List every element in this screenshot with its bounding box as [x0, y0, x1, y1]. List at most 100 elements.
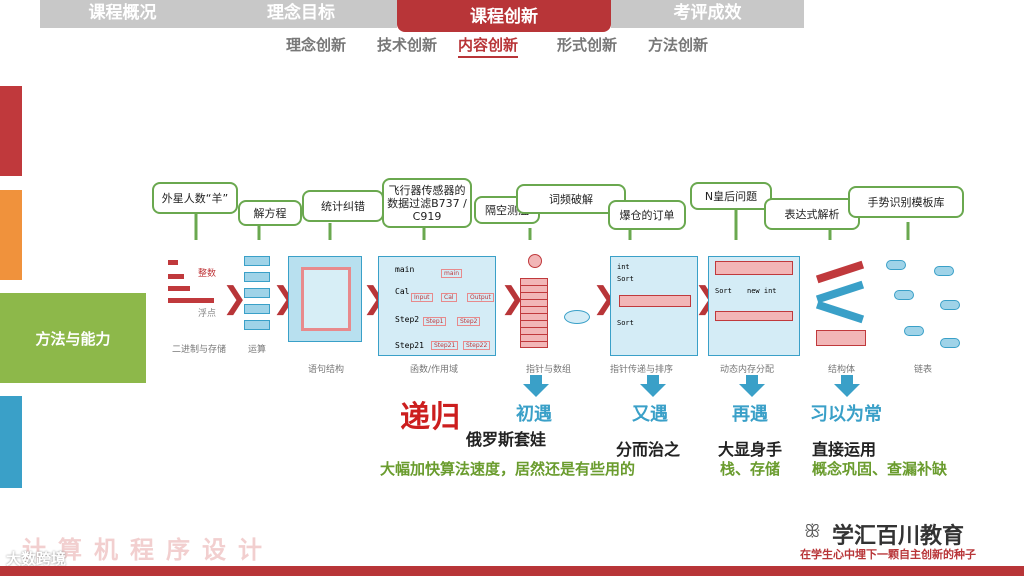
panel-operations — [244, 256, 272, 340]
code-new-int: new int — [747, 287, 777, 295]
caption-pointer-array: 指针与数组 — [526, 365, 572, 375]
node-cal: Cal — [441, 293, 457, 302]
list-node — [904, 326, 924, 336]
panel-bit-block — [168, 274, 184, 279]
panel-binary-storage: 整数 浮点 — [168, 260, 228, 340]
stage-habitual: 习以为常 — [810, 404, 882, 425]
node-output: Output — [467, 293, 494, 302]
node-step22: Step22 — [463, 341, 491, 350]
arrow-down-icon — [640, 375, 666, 397]
panel-bit-block — [168, 260, 178, 265]
node-main: main — [441, 269, 462, 278]
topic-n-queens: N皇后问题 — [690, 182, 772, 210]
struct-bar — [815, 280, 865, 304]
caption-binary-storage: 二进制与存储 — [172, 345, 227, 355]
watermark: 大数跨境 — [6, 550, 67, 568]
course-title: 计算机程序设计 — [22, 536, 274, 564]
panel-block — [244, 304, 270, 314]
topic-expression-parse: 表达式解析 — [764, 198, 860, 230]
panel-block — [244, 256, 270, 266]
node-step21: Step21 — [431, 341, 459, 350]
code-cal: Cal — [395, 287, 410, 296]
topic-flight-sensor: 飞行器传感器的数据过滤B737 / C919 — [382, 178, 472, 228]
memory-block — [715, 261, 793, 275]
brand-slogan: 在学生心中埋下一颗自主创新的种子 — [800, 548, 976, 561]
struct-bar — [815, 300, 865, 324]
sidebar-label: 方法与能力 — [35, 329, 111, 348]
node-step2: Step2 — [457, 317, 481, 326]
panel-block — [244, 272, 270, 282]
tab-course-innovation[interactable]: 课程创新 — [397, 0, 611, 32]
direct-use-text: 直接运用 — [812, 440, 877, 459]
struct-record — [816, 330, 866, 346]
panel-bit-block — [168, 298, 214, 303]
node-input: Input — [411, 293, 433, 302]
code-int: int — [617, 263, 630, 271]
code-step21: Step21 — [395, 341, 424, 350]
recursion-title: 递归 — [400, 400, 460, 435]
memory-block — [715, 311, 793, 321]
panel-dynamic-memory: Sort new int — [708, 256, 800, 356]
brand-name: 学汇百川教育 — [832, 524, 965, 549]
panel-bit-block — [168, 286, 190, 291]
chevron-right-icon: ❯ — [222, 281, 248, 316]
panel-pointer-sort: int Sort Sort — [610, 256, 698, 356]
subtab-method[interactable]: 方法创新 — [648, 36, 709, 54]
stage-meet-again: 又遇 — [632, 404, 668, 425]
caption-statement-structure: 语句结构 — [308, 365, 345, 375]
tab-evaluation[interactable]: 考评成效 — [611, 0, 804, 28]
list-node — [886, 260, 906, 270]
caption-operations: 运算 — [248, 345, 267, 355]
code-sort-2: Sort — [617, 319, 634, 327]
array-stack — [520, 278, 548, 348]
arrow-down-icon — [834, 375, 860, 397]
sidebar-orange-bar[interactable] — [0, 190, 22, 280]
show-skill-text: 大显身手 — [718, 440, 783, 459]
code-sort: Sort — [617, 275, 634, 283]
panel-inner-frame — [301, 267, 351, 331]
wechat-icon: ꕥ — [804, 521, 821, 542]
stack-storage-text: 栈、存储 — [720, 460, 781, 478]
label-float: 浮点 — [198, 309, 217, 319]
tab-course-overview[interactable]: 课程概况 — [40, 0, 205, 28]
list-node — [894, 290, 914, 300]
sidebar-blue-bar[interactable] — [0, 396, 22, 488]
subtab-form[interactable]: 形式创新 — [557, 36, 618, 54]
stage-first-meet: 初遇 — [516, 404, 552, 425]
panel-function-scope: main Cal Step2 Step21 main Input Cal Out… — [378, 256, 496, 356]
caption-dynamic-memory: 动态内存分配 — [720, 365, 775, 375]
struct-bar — [815, 260, 865, 284]
arrow-down-icon — [523, 375, 549, 397]
topic-solve-equation: 解方程 — [238, 200, 302, 226]
subtab-technology[interactable]: 技术创新 — [377, 36, 438, 54]
footer-bar — [0, 566, 1024, 576]
subtab-concept[interactable]: 理念创新 — [286, 36, 347, 54]
topic-alien-sheep: 外星人数“羊” — [152, 182, 238, 214]
memory-node — [564, 310, 590, 324]
topic-overflow-orders: 爆仓的订单 — [608, 200, 686, 230]
tab-concept-goals[interactable]: 理念目标 — [205, 0, 397, 28]
caption-function-scope: 函数/作用域 — [410, 365, 459, 375]
list-node — [940, 300, 960, 310]
panel-block — [244, 288, 270, 298]
list-node — [934, 266, 954, 276]
stage-meet-third: 再遇 — [732, 404, 768, 425]
panel-block — [244, 320, 270, 330]
sidebar-method-ability[interactable]: 方法与能力 — [0, 293, 146, 383]
arrow-down-icon — [739, 375, 765, 397]
consolidate-text: 概念巩固、查漏补缺 — [812, 460, 948, 478]
sidebar-red-bar[interactable] — [0, 86, 22, 176]
topic-gesture-library: 手势识别模板库 — [848, 186, 964, 218]
panel-pointer-array — [520, 254, 600, 354]
code-step2: Step2 — [395, 315, 420, 324]
pointer-node — [528, 254, 542, 268]
subtab-content[interactable]: 内容创新 — [458, 34, 519, 58]
caption-linked-list: 链表 — [914, 365, 933, 375]
topic-stat-correction: 统计纠错 — [302, 190, 384, 222]
node-step1: Step1 — [423, 317, 447, 326]
divide-conquer-text: 分而治之 — [616, 440, 681, 459]
list-node — [940, 338, 960, 348]
recursion-note: 大幅加快算法速度，居然还是有些用的 — [380, 460, 636, 478]
code-main: main — [395, 265, 415, 274]
concept-diagram: 外星人数“羊” 解方程 统计纠错 飞行器传感器的数据过滤B737 / C919 … — [148, 178, 978, 398]
